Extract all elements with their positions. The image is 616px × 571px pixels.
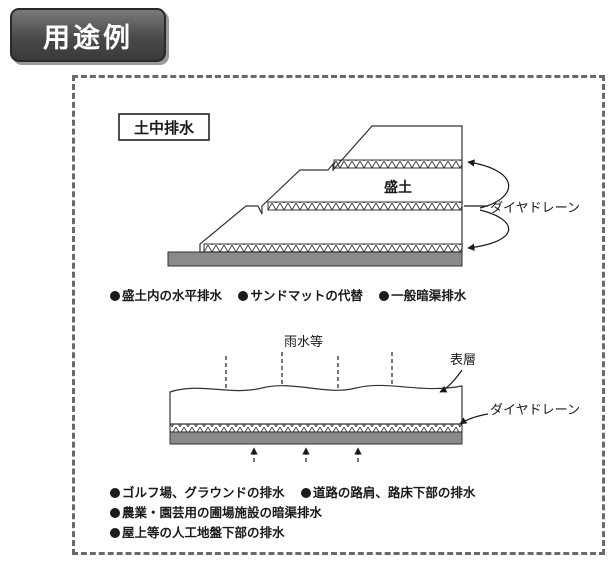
ground-base xyxy=(167,251,463,267)
subsurface-label: 土中排水 xyxy=(134,119,195,137)
use-item: 盛土内の水平排水 xyxy=(110,288,222,303)
bullet-icon xyxy=(300,488,311,498)
subgrade-base xyxy=(169,431,463,445)
pointer-arrow-bottom xyxy=(467,209,510,251)
drain-layer-2 xyxy=(267,201,463,211)
bullet-icon xyxy=(110,488,120,498)
groundwater-arrows xyxy=(250,447,362,462)
embankment xyxy=(199,125,463,253)
drain-layer-surface xyxy=(169,423,463,433)
uses-row-3: 農業・園芸用の圃場施設の暗渠排水 xyxy=(110,502,334,521)
subsurface-label-box xyxy=(118,113,210,141)
use-item: 道路の路肩、路床下部の排水 xyxy=(300,485,475,500)
section-title: 用途例 xyxy=(43,22,133,54)
embankment-label: 盛土 xyxy=(384,179,412,196)
uses-row-4: 屋上等の人工地盤下部の排水 xyxy=(110,522,297,541)
use-item: サンドマットの代替 xyxy=(238,288,363,303)
bullet-icon xyxy=(379,291,390,301)
bullet-icon xyxy=(110,291,120,301)
uses-row-2: ゴルフ場、グラウンドの排水 道路の路肩、路床下部の排水 xyxy=(110,482,487,501)
bullet-icon xyxy=(238,291,249,301)
drain-layer-1 xyxy=(203,243,463,253)
drain-label-2: ダイヤドレーン xyxy=(490,403,580,418)
surface-layer xyxy=(169,384,463,425)
drain-label-1: ダイヤドレーン xyxy=(490,201,580,216)
use-item: 農業・園芸用の圃場施設の暗渠排水 xyxy=(110,505,322,520)
uses-row-1: 盛土内の水平排水 サンドマットの代替 一般暗渠排水 xyxy=(110,285,478,304)
bullet-icon xyxy=(110,528,120,538)
example-frame xyxy=(72,75,605,555)
use-item: ゴルフ場、グラウンドの排水 xyxy=(110,485,285,500)
pointer-arrow-top xyxy=(467,159,510,209)
bullet-icon xyxy=(110,508,120,518)
use-item: 一般暗渠排水 xyxy=(379,288,466,303)
section-title-badge: 用途例 xyxy=(10,8,166,62)
surface-label: 表層 xyxy=(450,353,476,368)
surface-pointer xyxy=(439,369,463,393)
drain-layer-3 xyxy=(333,159,463,169)
rain-label: 雨水等 xyxy=(284,334,323,350)
drain-pointer-2 xyxy=(459,413,489,425)
use-item: 屋上等の人工地盤下部の排水 xyxy=(110,525,285,540)
